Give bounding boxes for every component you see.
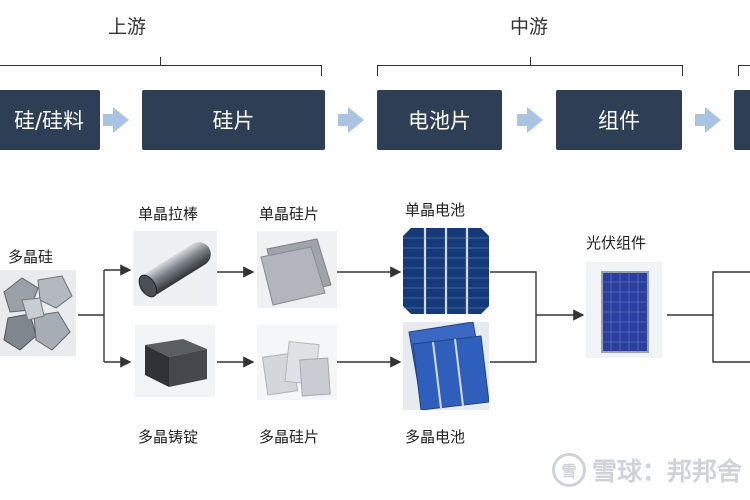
polysilicon-image — [0, 270, 76, 356]
mono-wafer-image — [257, 231, 337, 308]
poly-ingot-image — [135, 325, 215, 397]
label-poly-cell: 多晶电池 — [405, 428, 466, 446]
flow-box-cell: 电池片 — [377, 90, 502, 150]
label-mono-cell: 单晶电池 — [405, 201, 466, 219]
poly-cell-image — [403, 322, 489, 410]
stage-midstream-label: 中游 — [510, 16, 549, 38]
flow-arrow-1 — [103, 107, 129, 133]
label-mono-ingot: 单晶拉棒 — [138, 205, 199, 223]
flow-box-wafer-label: 硅片 — [212, 109, 255, 133]
downstream-bracket — [738, 65, 750, 76]
label-poly-ingot: 多晶铸锭 — [138, 428, 199, 446]
label-poly-wafer: 多晶硅片 — [259, 428, 320, 446]
upstream-bracket — [0, 57, 322, 76]
poly-wafer-image — [257, 325, 337, 400]
mono-ingot-image — [133, 231, 217, 306]
pv-module-image — [586, 262, 662, 358]
flow-box-cell-label: 电池片 — [408, 109, 471, 133]
watermark-text: 雪球：邦邦舍 — [592, 457, 743, 486]
flow-box-downstream — [734, 90, 750, 150]
mono-cell-image — [403, 228, 489, 314]
flow-box-module-label: 组件 — [598, 109, 640, 133]
flow-arrow-2 — [338, 107, 364, 133]
label-polysilicon: 多晶硅 — [8, 248, 54, 266]
flow-box-wafer: 硅片 — [142, 90, 325, 150]
watermark-logo-icon: 雪 — [552, 453, 586, 487]
label-mono-wafer: 单晶硅片 — [259, 205, 320, 223]
flow-box-silicon-material-label: 硅/硅料 — [13, 109, 85, 133]
stage-upstream-label: 上游 — [108, 16, 147, 38]
flow-box-module: 组件 — [556, 90, 682, 150]
flow-box-silicon-material: 硅/硅料 — [0, 90, 100, 150]
midstream-bracket — [377, 57, 683, 76]
flow-arrow-4 — [695, 107, 721, 133]
watermark: 雪 雪球：邦邦舍 — [552, 452, 742, 488]
flow-arrow-3 — [517, 107, 543, 133]
label-pv-module: 光伏组件 — [586, 234, 647, 252]
